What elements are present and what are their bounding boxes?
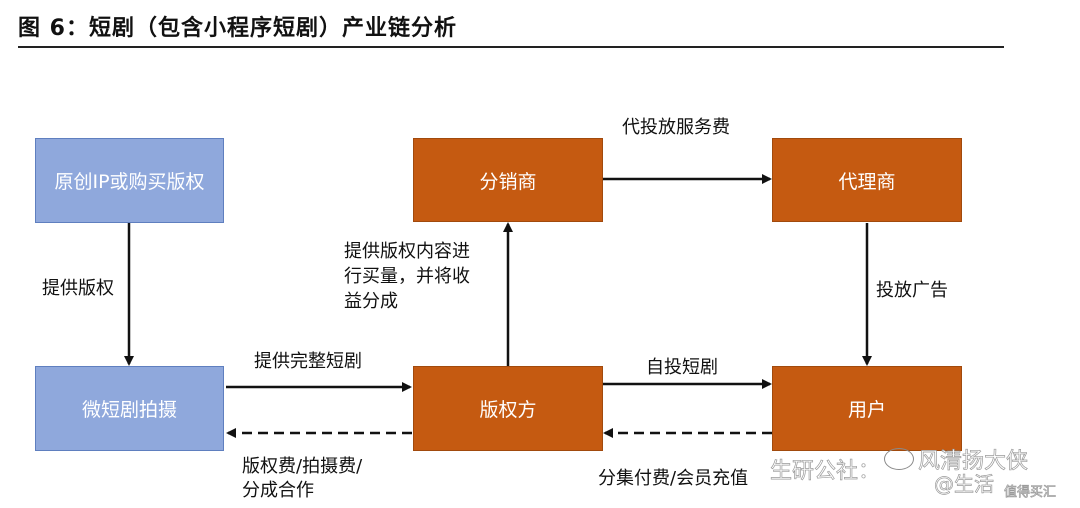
watermark-right-top: 风清扬大侠 (918, 449, 1029, 475)
label-content-line2: 行买量，并将收 (344, 266, 470, 287)
title-underline (18, 46, 1004, 48)
figure-title: 图 6：短剧（包含小程序短剧）产业链分析 (18, 16, 457, 41)
watermark-left: 生研公社： (770, 459, 881, 485)
label-self-place: 自投短剧 (646, 357, 718, 378)
label-provide-rights: 提供版权 (42, 278, 114, 299)
node-distributor: 分销商 (413, 138, 603, 222)
label-fees-line2: 分成合作 (242, 480, 314, 501)
label-provide-full-drama: 提供完整短剧 (254, 351, 362, 372)
node-agency: 代理商 (772, 138, 962, 222)
chat-bubble-icon (884, 448, 914, 470)
label-fees-line1: 版权费/拍摄费/ (242, 456, 363, 477)
node-rights-holder: 版权方 (413, 366, 603, 451)
node-filming: 微短剧拍摄 (35, 366, 224, 451)
label-place-ads: 投放广告 (876, 280, 948, 301)
watermark-right-small: 值得买汇 (1004, 485, 1057, 501)
label-content-line3: 益分成 (344, 291, 398, 312)
label-content-line1: 提供版权内容进 (344, 241, 470, 262)
watermark-right-mid: @生活 (934, 472, 995, 497)
label-payment: 分集付费/会员充值 (598, 468, 749, 489)
label-ad-service-fee: 代投放服务费 (622, 117, 730, 138)
node-user: 用户 (772, 366, 962, 451)
node-original-ip: 原创IP或购买版权 (35, 138, 224, 223)
